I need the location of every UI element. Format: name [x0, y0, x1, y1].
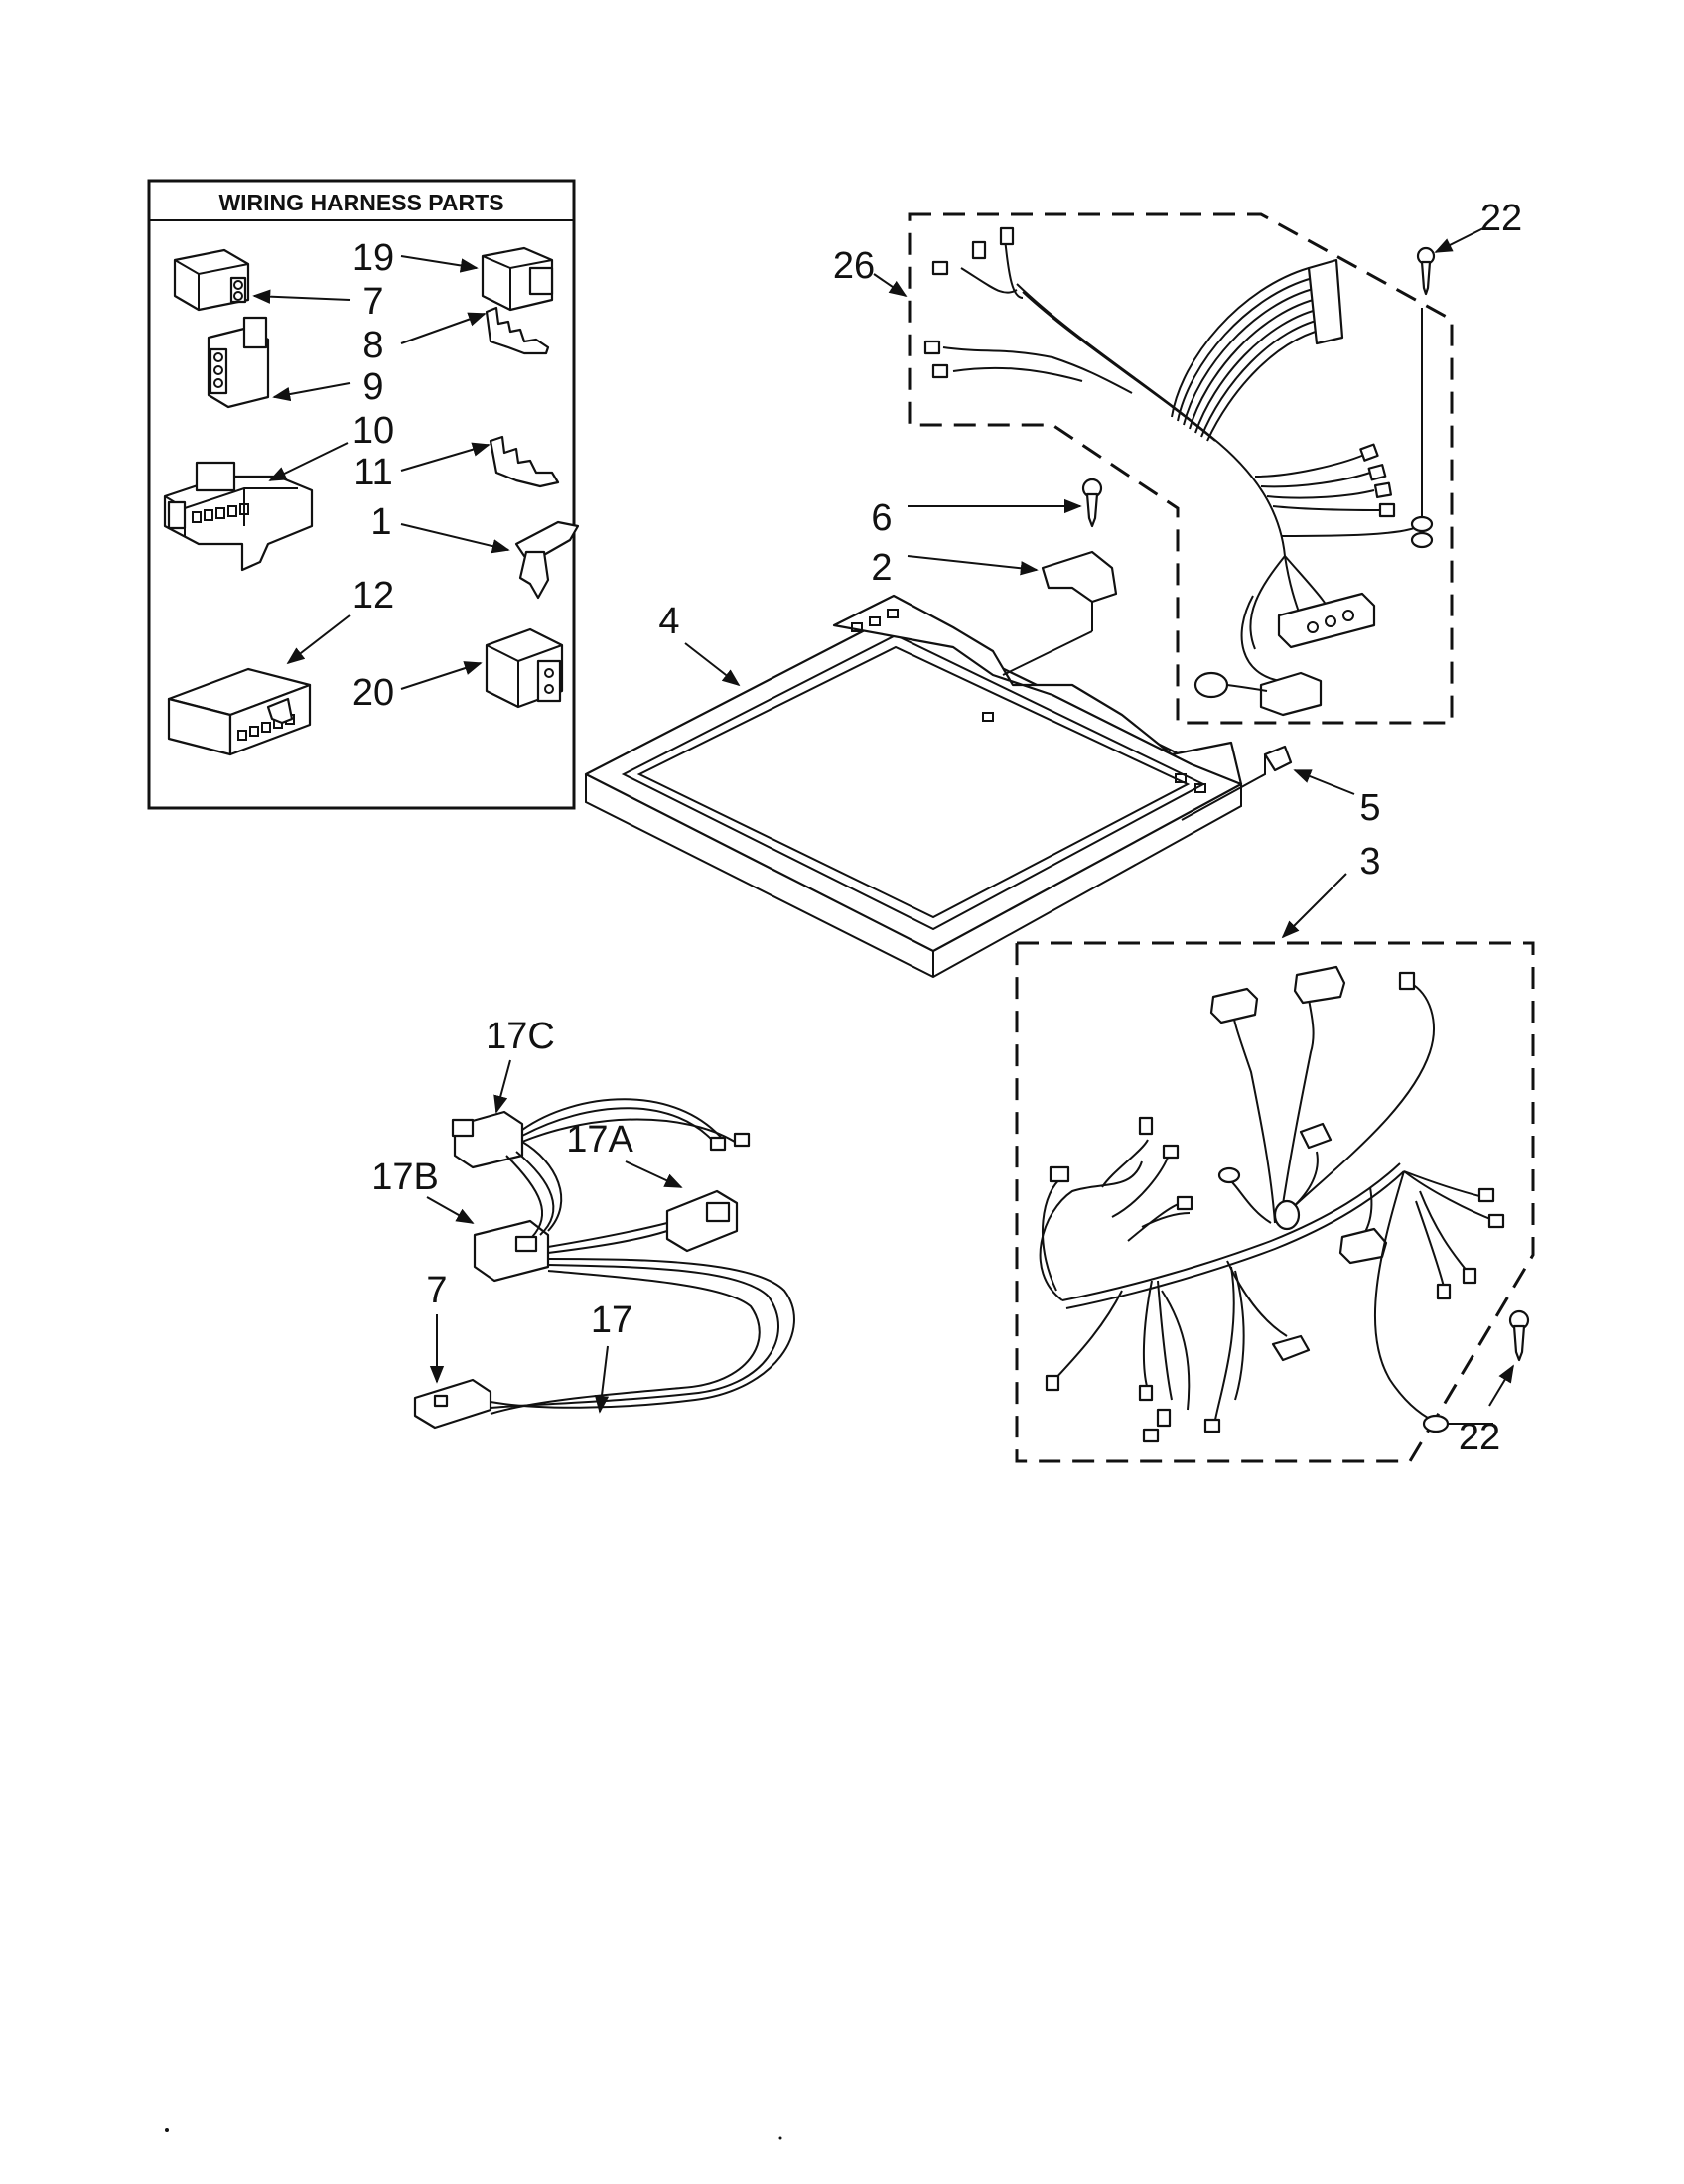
arrow-17c	[493, 1059, 511, 1114]
label-9: 9	[362, 366, 383, 408]
harness-3	[1015, 941, 1535, 1463]
label-1: 1	[370, 501, 391, 543]
label-6: 6	[871, 497, 892, 539]
label-17b: 17B	[371, 1157, 439, 1198]
arrow-4	[684, 642, 741, 687]
label-22-bottom: 22	[1459, 1417, 1500, 1458]
label-3: 3	[1359, 841, 1380, 883]
arrow-1	[400, 523, 510, 554]
wiring-harness-parts-box: WIRING HARNESS PARTS	[147, 179, 580, 810]
connector-19-icon	[481, 246, 554, 312]
screw-22-top-icon	[1416, 246, 1436, 296]
screw-6-icon	[1081, 478, 1103, 528]
harness-3-boundary	[1015, 941, 1535, 1463]
label-12: 12	[352, 575, 394, 616]
parts-box-frame	[147, 179, 576, 810]
scan-speck	[778, 2136, 782, 2140]
arrow-5	[1293, 769, 1355, 795]
scan-speck	[165, 2128, 169, 2132]
label-11: 11	[353, 452, 392, 493]
block-12-icon	[167, 667, 312, 756]
terminal-11-icon	[489, 435, 560, 488]
bracket-2-icon	[1002, 550, 1118, 676]
label-17: 17	[591, 1299, 632, 1341]
harness-26	[908, 212, 1454, 725]
label-7-harness: 7	[426, 1270, 447, 1311]
label-17c: 17C	[486, 1016, 555, 1057]
label-26: 26	[833, 245, 875, 287]
arrow-19	[400, 255, 479, 273]
arrow-22-top	[1434, 227, 1484, 253]
label-8: 8	[362, 325, 383, 366]
connector-10-icon	[163, 461, 314, 572]
clip-1-icon	[514, 520, 580, 600]
screw-22-bottom-icon	[1508, 1309, 1530, 1362]
arrow-17a	[625, 1160, 683, 1188]
connector-9-icon	[207, 316, 270, 409]
label-4: 4	[658, 601, 679, 642]
parts-box-title: WIRING HARNESS PARTS	[218, 190, 503, 215]
label-5: 5	[1359, 787, 1380, 829]
arrow-22-bottom	[1488, 1364, 1514, 1407]
label-2: 2	[871, 547, 892, 589]
label-20: 20	[352, 672, 394, 714]
arrow-10	[268, 442, 349, 481]
arrow-12	[286, 614, 351, 665]
arrow-11	[400, 442, 491, 472]
arrow-26	[873, 273, 908, 298]
arrow-3	[1281, 873, 1347, 939]
arrow-9	[272, 382, 351, 402]
arrow-17b	[426, 1196, 475, 1224]
terminal-8-icon	[485, 306, 550, 355]
label-22-top: 22	[1480, 198, 1522, 239]
clip-5-icon	[1181, 745, 1293, 821]
console-top-4	[584, 594, 1243, 979]
harness-26-boundary	[908, 212, 1454, 725]
arrow-8	[400, 312, 487, 344]
label-10: 10	[352, 410, 394, 452]
arrow-20	[400, 661, 483, 690]
arrow-2	[907, 555, 1039, 576]
connector-7-icon	[173, 248, 250, 312]
label-19: 19	[352, 237, 394, 279]
connector-20-icon	[485, 627, 564, 709]
arrow-7-box	[252, 289, 351, 304]
label-17a: 17A	[566, 1119, 633, 1160]
connector-7-harness	[413, 1378, 492, 1430]
label-7-box: 7	[362, 281, 383, 323]
harness-17	[413, 1098, 795, 1430]
arrow-17	[594, 1345, 610, 1414]
